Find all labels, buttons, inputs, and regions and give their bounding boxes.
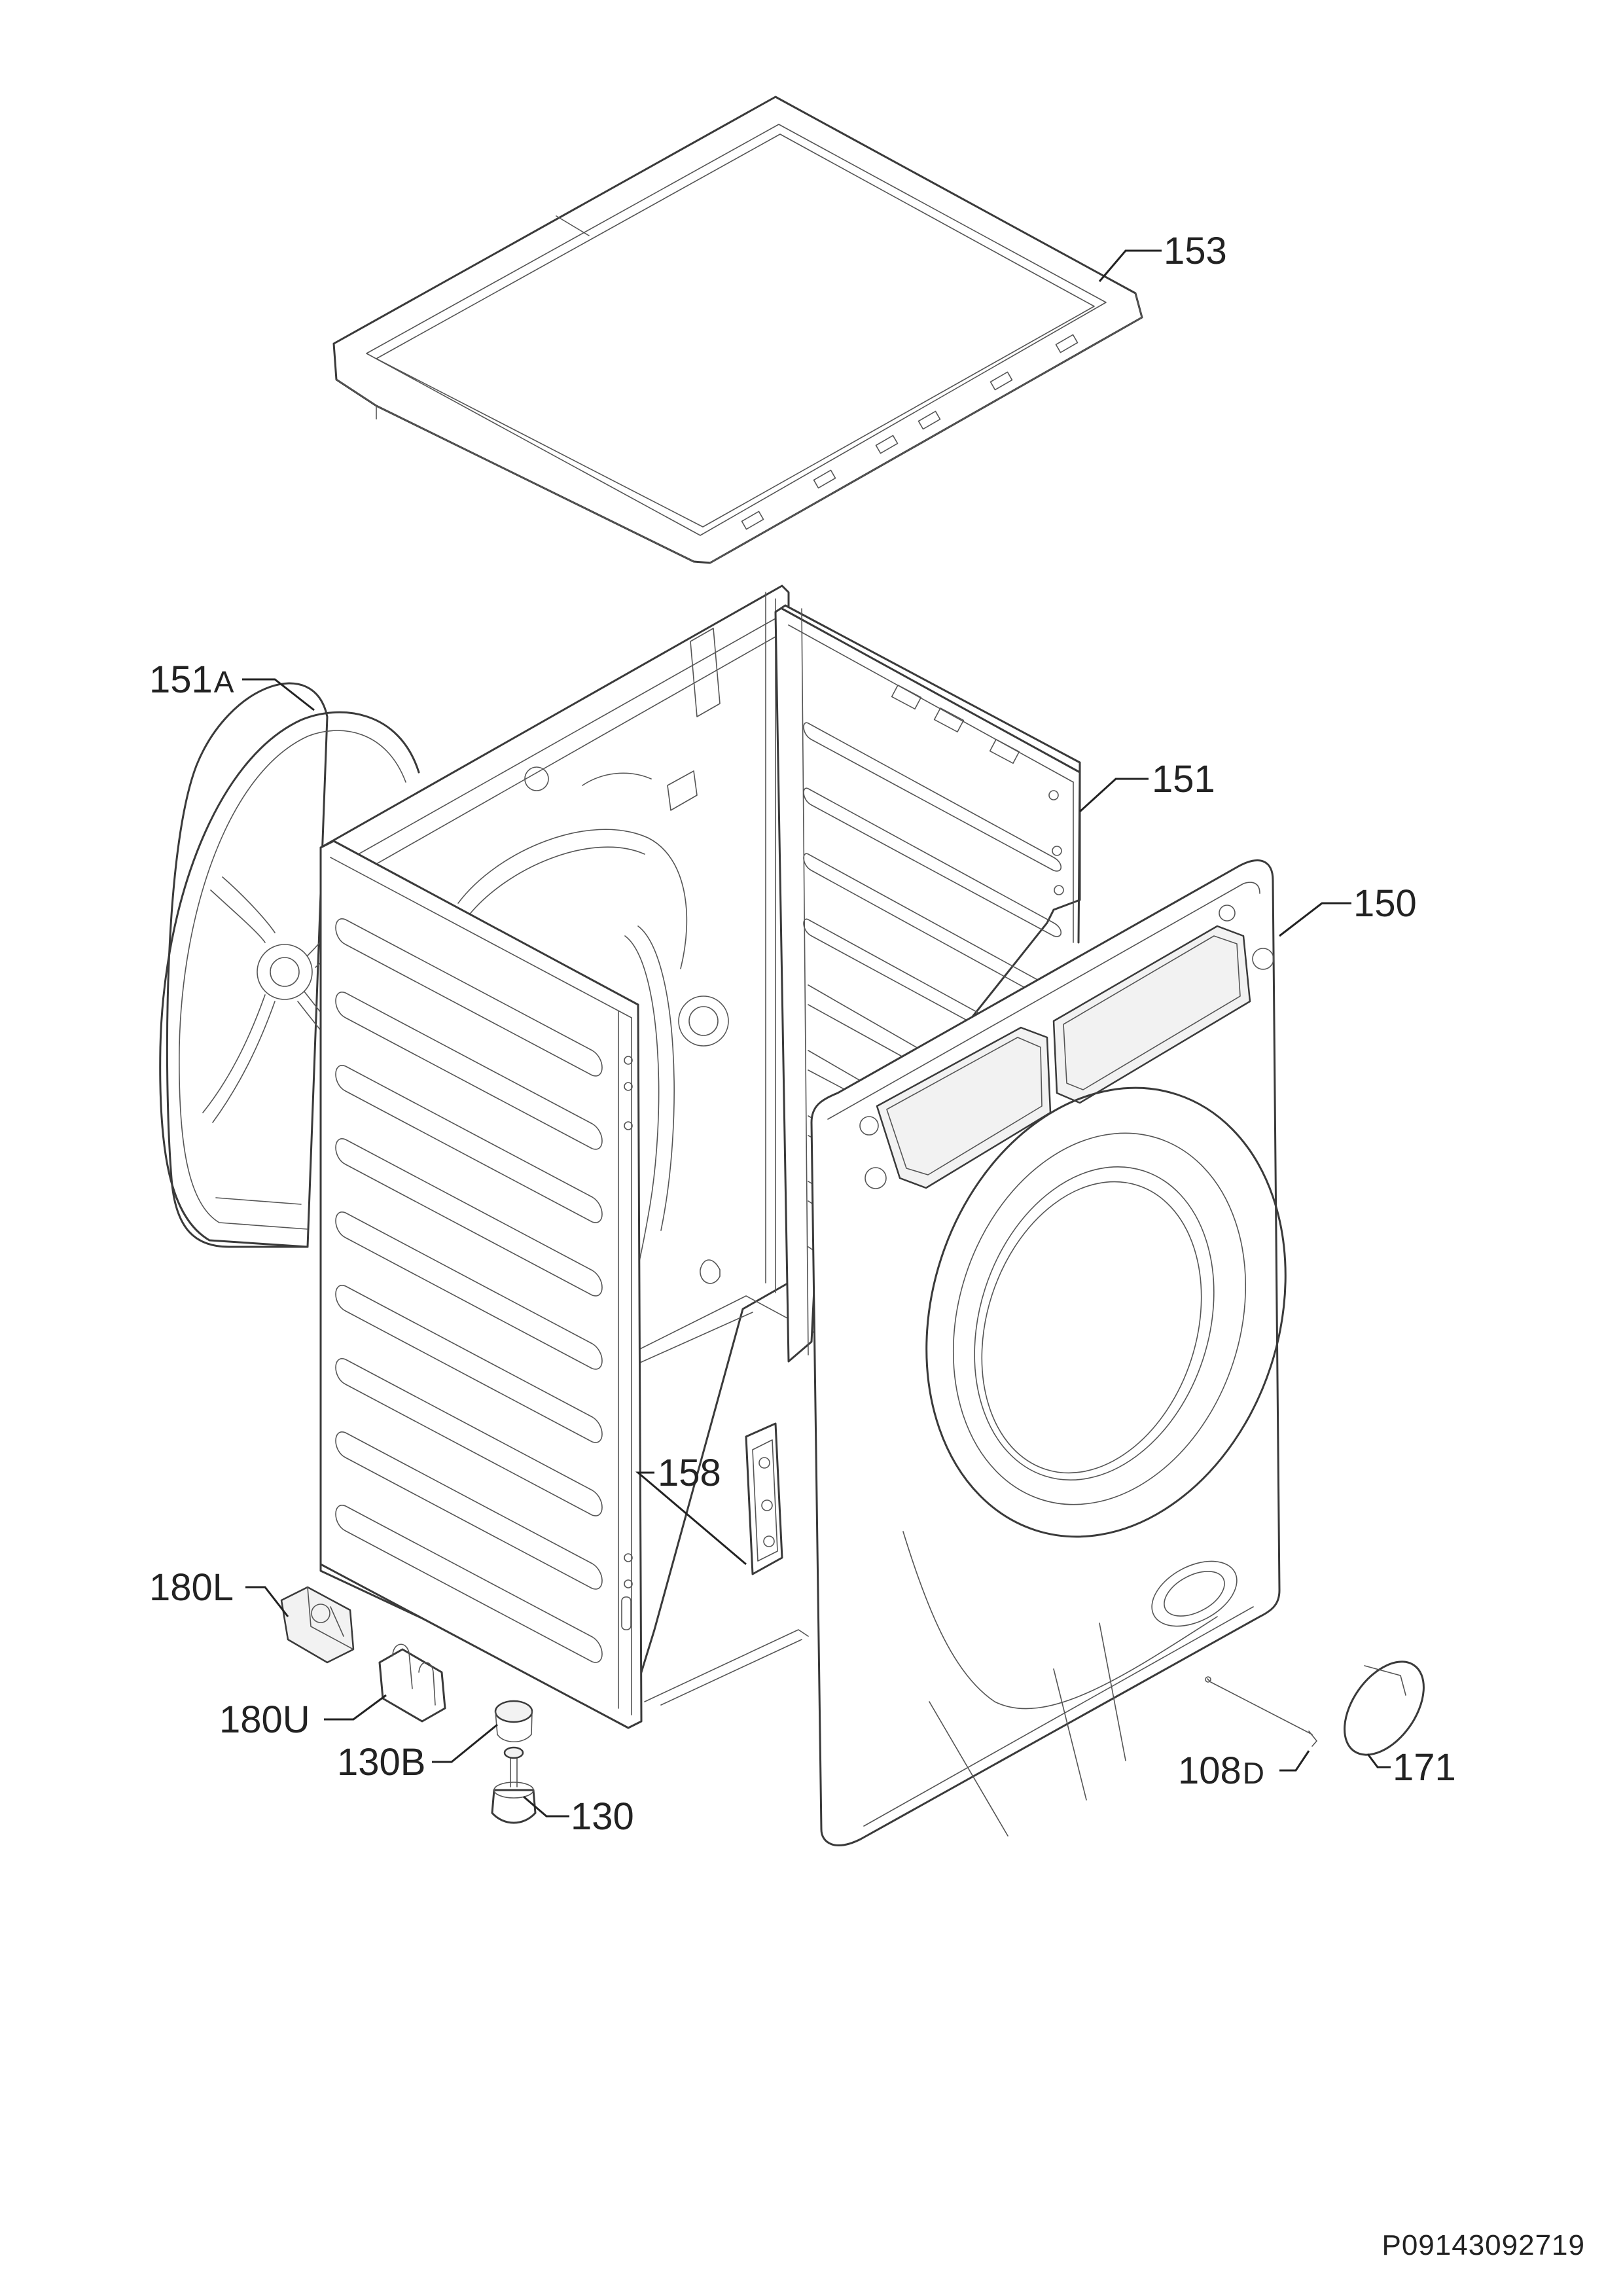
part-130B-foot-nut bbox=[494, 1700, 533, 1742]
label-180U: 180U bbox=[219, 1698, 310, 1741]
left-side-panel bbox=[319, 840, 643, 1729]
label-108D-suffix: D bbox=[1243, 1756, 1264, 1790]
side-panel-rib bbox=[335, 1138, 603, 1297]
part-130-foot bbox=[491, 1746, 537, 1824]
part-108D-screw bbox=[1205, 1676, 1317, 1747]
document-number: P09143092719 bbox=[1382, 2229, 1585, 2261]
label-151: 151 bbox=[1152, 758, 1215, 800]
part-153-top-cover bbox=[332, 96, 1143, 564]
label-108D: 108D bbox=[1178, 1749, 1264, 1792]
label-180L: 180L bbox=[149, 1566, 234, 1609]
side-panel-rib bbox=[335, 1505, 603, 1663]
side-panel-rib bbox=[335, 1285, 603, 1443]
leader-lines bbox=[242, 249, 1391, 1818]
part-180U-foot-bracket bbox=[378, 1643, 446, 1723]
part-158-bracket bbox=[745, 1422, 783, 1575]
label-130B: 130B bbox=[337, 1741, 425, 1784]
label-171: 171 bbox=[1393, 1746, 1456, 1789]
part-180L-foot-bracket-left bbox=[280, 1586, 355, 1664]
side-panel-rib bbox=[335, 1065, 603, 1223]
label-151A-suffix: A bbox=[214, 665, 234, 699]
label-108D-number: 108 bbox=[1178, 1749, 1241, 1792]
side-panel-rib bbox=[335, 1211, 603, 1370]
label-158: 158 bbox=[658, 1452, 721, 1494]
part-150-front-panel bbox=[810, 859, 1287, 1846]
side-panel-rib bbox=[335, 918, 603, 1077]
side-panel-rib bbox=[335, 992, 603, 1150]
part-labels: 153 151A 151 150 158 180L 180U 130B 130 … bbox=[149, 230, 1456, 1838]
label-130: 130 bbox=[571, 1795, 634, 1838]
label-153: 153 bbox=[1164, 230, 1227, 272]
label-151A-number: 151 bbox=[149, 658, 213, 701]
label-150: 150 bbox=[1353, 882, 1417, 925]
side-panel-rib bbox=[335, 1358, 603, 1516]
label-151A: 151A bbox=[149, 658, 234, 701]
part-171-service-flap bbox=[1344, 1660, 1425, 1756]
side-panel-rib bbox=[335, 1431, 603, 1590]
